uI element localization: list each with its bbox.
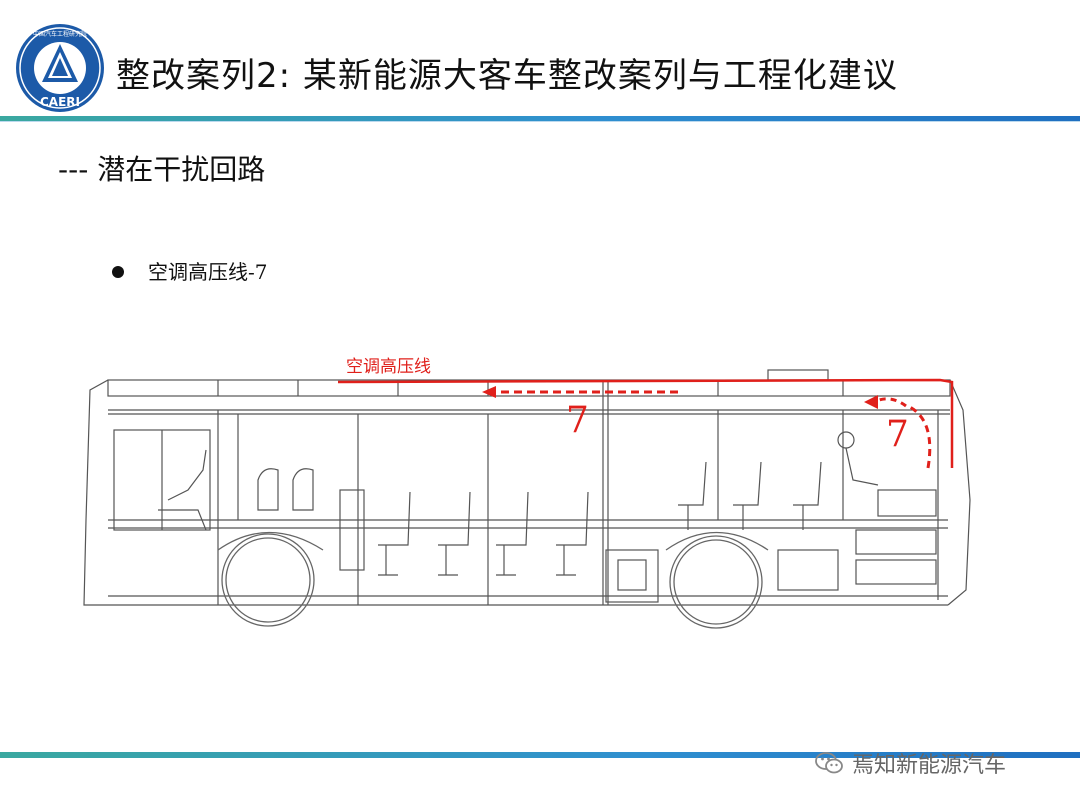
header-divider: [0, 116, 1080, 121]
wechat-icon: [815, 752, 843, 774]
watermark: 焉知新能源汽车: [814, 746, 1006, 780]
footer-divider: [0, 752, 1080, 758]
marker-right: 7: [886, 414, 909, 455]
route-label: 空调高压线: [346, 357, 431, 377]
caeri-logo: CAERI 中国汽车工程研究院: [16, 24, 104, 112]
logo-arc-text: 中国汽车工程研究院: [33, 30, 87, 38]
watermark-text: 焉知新能源汽车: [852, 753, 1007, 778]
bus-diagram: 空调高压线 7 7: [83, 357, 971, 629]
bullet-item: 空调高压线-7: [112, 256, 267, 285]
ac-high-voltage-route: [337, 378, 954, 469]
section-subtitle: --- 潜在干扰回路: [58, 153, 266, 186]
bullet-dot-icon: [112, 265, 124, 278]
page-title: 整改案列2: 某新能源大客车整改案列与工程化建议: [116, 56, 898, 96]
bus-wheels: [217, 531, 769, 629]
header-divider-thin: [0, 121, 1080, 122]
marker-left: 7: [566, 400, 589, 441]
logo-text: CAERI: [40, 95, 80, 109]
bus-frame: [83, 369, 971, 606]
bullet-text: 空调高压线-7: [148, 260, 268, 284]
